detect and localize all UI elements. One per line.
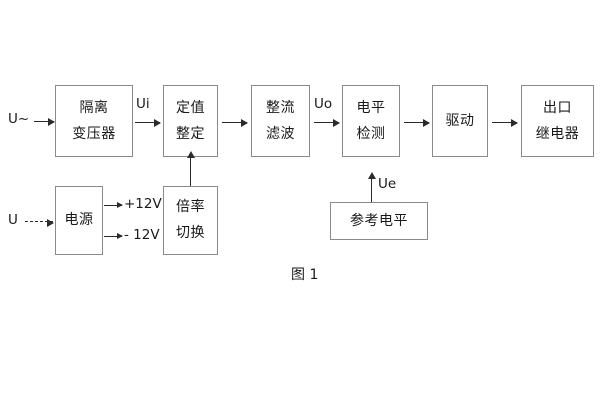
arrow-rail-positive: [104, 202, 123, 208]
block-setpoint-setting: 定值 整定: [163, 85, 218, 157]
block-level-detection-line1: 电平: [356, 99, 386, 116]
block-setpoint-setting-line2: 整定: [176, 125, 205, 142]
arrow-drive-to-output-relay: [492, 118, 518, 127]
arrow-input-ac-to-transformer: [34, 117, 55, 126]
figure-caption: 图 1: [291, 267, 319, 283]
block-reference-level-line1: 参考电平: [350, 212, 408, 229]
arrow-reference-level-to-level-detection: [367, 172, 376, 202]
block-level-detection-line2: 检测: [356, 125, 386, 142]
block-drive-line1: 驱动: [445, 112, 475, 129]
block-drive: 驱动: [432, 85, 488, 157]
block-isolation-transformer: 隔离 变压器: [55, 85, 133, 157]
signal-uo-label: Uo: [314, 96, 333, 112]
signal-ui-label: Ui: [136, 96, 150, 112]
signal-ue-label: Ue: [378, 176, 397, 192]
block-power-supply-line1: 电源: [64, 212, 94, 229]
block-isolation-transformer-line1: 隔离: [79, 99, 109, 116]
block-multiplier-switch-line1: 倍率: [176, 199, 205, 216]
block-setpoint-setting-line1: 定值: [176, 99, 205, 116]
input-ac-label: U~: [8, 111, 30, 127]
arrow-rail-negative: [104, 233, 123, 239]
block-output-relay-line2: 继电器: [535, 125, 580, 142]
arrow-multiplier-switch-to-setpoint: [186, 151, 195, 186]
block-rectify-filter: 整流 滤波: [251, 85, 310, 157]
arrow-level-detection-to-drive: [404, 118, 430, 127]
block-multiplier-switch: 倍率 切换: [163, 186, 218, 255]
block-rectify-filter-line2: 滤波: [266, 125, 295, 142]
arrow-setpoint-to-rectify: [222, 118, 248, 127]
rail-negative-label: - 12V: [124, 227, 160, 243]
arrow-transformer-to-setpoint: [135, 118, 161, 127]
block-isolation-transformer-line2: 变压器: [72, 125, 116, 142]
block-level-detection: 电平 检测: [342, 85, 400, 157]
block-rectify-filter-line1: 整流: [266, 99, 295, 116]
block-reference-level: 参考电平: [330, 202, 428, 240]
block-output-relay: 出口 继电器: [521, 85, 594, 157]
rail-positive-label: +12V: [124, 196, 162, 212]
input-dc-label: U: [8, 212, 18, 228]
arrow-rectify-to-level-detection: [314, 118, 340, 127]
block-multiplier-switch-line2: 切换: [176, 225, 205, 241]
block-output-relay-line1: 出口: [543, 99, 572, 116]
block-power-supply: 电源: [55, 186, 103, 255]
arrow-input-dc-to-power-supply: [25, 218, 54, 227]
